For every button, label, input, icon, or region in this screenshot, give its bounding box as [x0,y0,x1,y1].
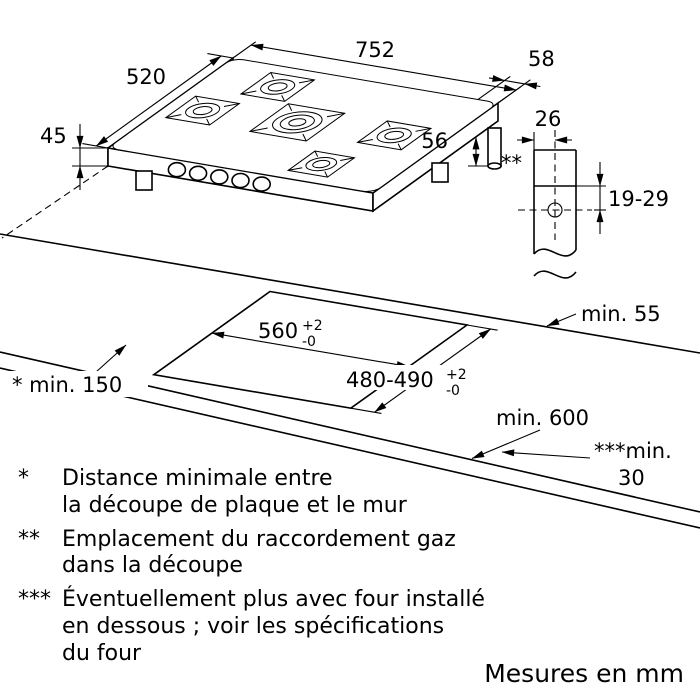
gas-connection-hole [547,202,563,218]
dim-56-label: 56 [421,129,448,153]
knob [188,165,208,182]
dim-19-29: 19-29 [576,162,669,234]
min-600-label: min. 600 [496,406,589,430]
dim-560: 560 +2 -0 [211,318,410,368]
legend-item-oven-below: *** Éventuellement plus avec four instal… [18,587,485,667]
hob-foot-right [431,162,449,183]
legend-text: Emplacement du raccordement gaz dans la … [62,526,456,579]
dim-480-490: 480-490 +2 -0 [342,324,498,414]
min-55-label: min. 55 [581,302,661,326]
dim-19-29-label: 19-29 [608,187,669,211]
label-min-150: * min. 150 [6,344,148,397]
dim-480-490-tol-plus: +2 [446,367,467,383]
legend-marker: * [18,466,29,491]
dim-45: 45 [40,124,108,190]
gas-detail: 26 ** 19-29 [501,107,669,279]
dim-520: 520 [82,53,234,149]
dim-520-label: 520 [126,65,166,89]
dim-560-tol-plus: +2 [302,318,323,334]
dim-560-tol-minus: -0 [302,334,316,350]
control-knobs [167,161,272,192]
min-150-label: * min. 150 [12,373,122,397]
label-underlay [342,365,444,390]
dim-45-label: 45 [40,124,67,148]
legend-marker: *** [18,587,51,613]
knob [167,161,187,178]
break-line [533,270,577,279]
label-min-30: ***min. 30 [501,439,672,490]
break-line [533,248,577,257]
knob [252,176,272,192]
units-note: Mesures en mm [484,659,684,688]
dim-480-490-tol-minus: -0 [446,383,460,399]
legend-item-wall-distance: * Distance minimale entre la découpe de … [18,466,485,520]
knob [210,169,229,185]
min-30-label: ***min. [594,439,672,463]
dim-58-label: 58 [528,47,555,71]
label-min-55: min. 55 [546,302,661,327]
dim-56: 56 [421,129,487,167]
projection-line [1,165,109,239]
dim-26-label: 26 [535,107,562,131]
label-underlay [6,371,148,397]
gas-pipe [487,127,502,170]
hob-foot-left [135,170,153,191]
legend-marker: ** [18,526,40,552]
detail-gas-marker: ** [501,151,522,175]
legend-text: Distance minimale entre la découpe de pl… [62,466,407,518]
legend-item-gas-connection: ** Emplacement du raccordement gaz dans … [18,527,485,581]
label-min-600: min. 600 [471,406,589,460]
legend-text: Éventuellement plus avec four installé e… [62,587,485,666]
dim-58: 58 [477,47,555,104]
dim-560-label: 560 [258,319,298,343]
min-30-value: 30 [618,466,645,490]
knob [231,172,250,189]
dim-480-490-label: 480-490 [346,368,434,392]
dim-752: 752 [232,38,522,104]
legend: * Distance minimale entre la découpe de … [18,466,485,668]
dim-26: 26 [517,107,572,150]
worktop-back-edge [0,233,700,354]
dim-752-label: 752 [355,38,395,62]
